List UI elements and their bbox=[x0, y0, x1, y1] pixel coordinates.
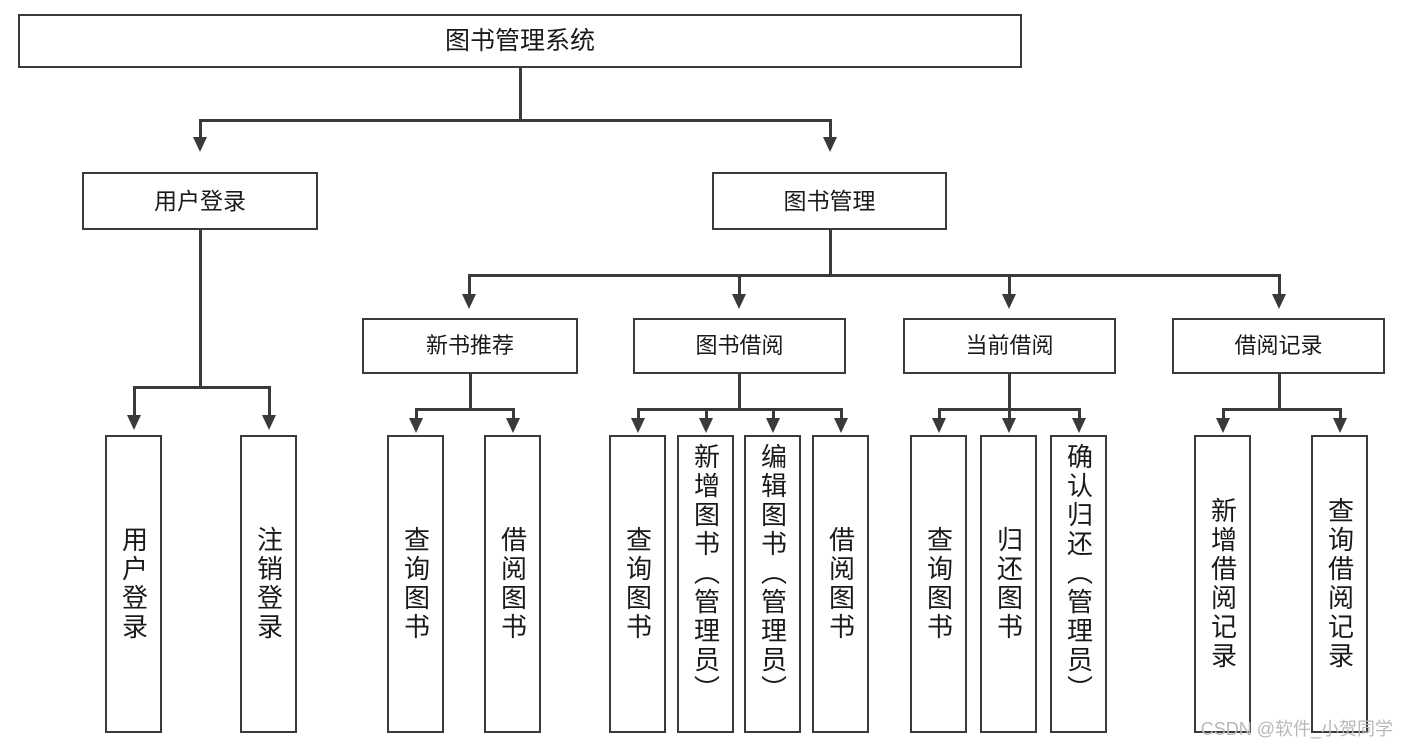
node-label: 新增借阅记录 bbox=[1207, 497, 1238, 671]
node-label: 借阅记录 bbox=[1234, 333, 1323, 359]
connector-bookmgr-branch-2 bbox=[738, 274, 741, 296]
node-label: 查询图书 bbox=[923, 526, 954, 642]
arrow-down-icon bbox=[1272, 294, 1286, 309]
connector-current-branch-1 bbox=[938, 408, 941, 420]
connector-borrow-bus bbox=[637, 408, 843, 411]
node-current-borrow[interactable]: 当前借阅 bbox=[903, 318, 1116, 374]
connector-bookmgr-branch-1 bbox=[468, 274, 471, 296]
connector-login-bus bbox=[133, 386, 269, 389]
arrow-down-icon bbox=[193, 137, 207, 152]
arrow-down-icon bbox=[127, 415, 141, 430]
arrow-down-icon bbox=[631, 418, 645, 433]
connector-bookmgr-branch-4 bbox=[1278, 274, 1281, 296]
arrow-down-icon bbox=[1216, 418, 1230, 433]
arrow-down-icon bbox=[1072, 418, 1086, 433]
node-label: 新书推荐 bbox=[425, 333, 514, 359]
node-label: 新增图书（管理员） bbox=[690, 443, 721, 704]
node-label: 编辑图书（管理员） bbox=[757, 443, 788, 704]
connector-record-branch-2 bbox=[1339, 408, 1342, 420]
node-user-login[interactable]: 用户登录 bbox=[82, 172, 318, 230]
leaf-logout[interactable]: 注销登录 bbox=[240, 435, 297, 733]
connector-borrow-stem bbox=[738, 374, 741, 410]
connector-bookmgr-stem bbox=[829, 230, 832, 276]
node-label: 借阅图书 bbox=[825, 526, 856, 642]
node-label: 注销登录 bbox=[253, 526, 284, 642]
leaf-confirm-return-admin[interactable]: 确认归还（管理员） bbox=[1050, 435, 1107, 733]
connector-current-branch-3 bbox=[1078, 408, 1081, 420]
connector-root-branch-bookmgr bbox=[829, 119, 832, 139]
arrow-down-icon bbox=[699, 418, 713, 433]
connector-current-branch-2 bbox=[1008, 408, 1011, 420]
connector-root-stem bbox=[519, 68, 522, 120]
node-label: 查询借阅记录 bbox=[1324, 497, 1355, 671]
node-label: 图书借阅 bbox=[695, 333, 784, 359]
node-label: 图书管理 bbox=[783, 187, 876, 214]
leaf-return-book[interactable]: 归还图书 bbox=[980, 435, 1037, 733]
leaf-query-book-current[interactable]: 查询图书 bbox=[910, 435, 967, 733]
connector-borrow-branch-1 bbox=[637, 408, 640, 420]
node-label: 用户登录 bbox=[118, 526, 149, 642]
leaf-add-book-admin[interactable]: 新增图书（管理员） bbox=[677, 435, 734, 733]
arrow-down-icon bbox=[506, 418, 520, 433]
connector-newbook-stem bbox=[469, 374, 472, 410]
node-label: 当前借阅 bbox=[965, 333, 1054, 359]
leaf-borrow-book[interactable]: 借阅图书 bbox=[812, 435, 869, 733]
leaf-borrow-book-recommend[interactable]: 借阅图书 bbox=[484, 435, 541, 733]
connector-borrow-branch-2 bbox=[705, 408, 708, 420]
node-label: 归还图书 bbox=[993, 526, 1024, 642]
connector-login-branch-1 bbox=[133, 386, 136, 418]
arrow-down-icon bbox=[932, 418, 946, 433]
arrow-down-icon bbox=[1333, 418, 1347, 433]
leaf-query-borrow-record[interactable]: 查询借阅记录 bbox=[1311, 435, 1368, 733]
connector-record-bus bbox=[1222, 408, 1341, 411]
arrow-down-icon bbox=[1002, 294, 1016, 309]
connector-current-stem bbox=[1008, 374, 1011, 410]
leaf-add-borrow-record[interactable]: 新增借阅记录 bbox=[1194, 435, 1251, 733]
arrow-down-icon bbox=[1002, 418, 1016, 433]
arrow-down-icon bbox=[262, 415, 276, 430]
connector-login-branch-2 bbox=[268, 386, 271, 418]
connector-record-stem bbox=[1278, 374, 1281, 410]
watermark: CSDN @软件_小贺同学 bbox=[1200, 719, 1393, 739]
arrow-down-icon bbox=[834, 418, 848, 433]
arrow-down-icon bbox=[462, 294, 476, 309]
node-label: 用户登录 bbox=[154, 187, 246, 214]
arrow-down-icon bbox=[823, 137, 837, 152]
node-label: 借阅图书 bbox=[497, 526, 528, 642]
node-label: 查询图书 bbox=[622, 526, 653, 642]
node-label: 图书管理系统 bbox=[444, 26, 595, 55]
connector-borrow-branch-4 bbox=[840, 408, 843, 420]
connector-login-stem bbox=[199, 230, 202, 388]
connector-bookmgr-bus bbox=[468, 274, 1280, 277]
node-root-system[interactable]: 图书管理系统 bbox=[18, 14, 1022, 68]
connector-newbook-branch-2 bbox=[512, 408, 515, 420]
connector-borrow-branch-3 bbox=[772, 408, 775, 420]
connector-root-bus bbox=[199, 119, 831, 122]
connector-newbook-bus bbox=[415, 408, 514, 411]
connector-record-branch-1 bbox=[1222, 408, 1225, 420]
connector-bookmgr-branch-3 bbox=[1008, 274, 1011, 296]
node-borrow-record[interactable]: 借阅记录 bbox=[1172, 318, 1385, 374]
node-book-management[interactable]: 图书管理 bbox=[712, 172, 947, 230]
connector-newbook-branch-1 bbox=[415, 408, 418, 420]
arrow-down-icon bbox=[766, 418, 780, 433]
node-label: 查询图书 bbox=[400, 526, 431, 642]
node-book-borrow[interactable]: 图书借阅 bbox=[633, 318, 846, 374]
node-label: 确认归还（管理员） bbox=[1063, 443, 1094, 704]
leaf-user-login[interactable]: 用户登录 bbox=[105, 435, 162, 733]
connector-root-branch-login bbox=[199, 119, 202, 139]
node-new-book-recommend[interactable]: 新书推荐 bbox=[362, 318, 578, 374]
arrow-down-icon bbox=[732, 294, 746, 309]
arrow-down-icon bbox=[409, 418, 423, 433]
leaf-query-book-recommend[interactable]: 查询图书 bbox=[387, 435, 444, 733]
leaf-edit-book-admin[interactable]: 编辑图书（管理员） bbox=[744, 435, 801, 733]
leaf-query-book-borrow[interactable]: 查询图书 bbox=[609, 435, 666, 733]
